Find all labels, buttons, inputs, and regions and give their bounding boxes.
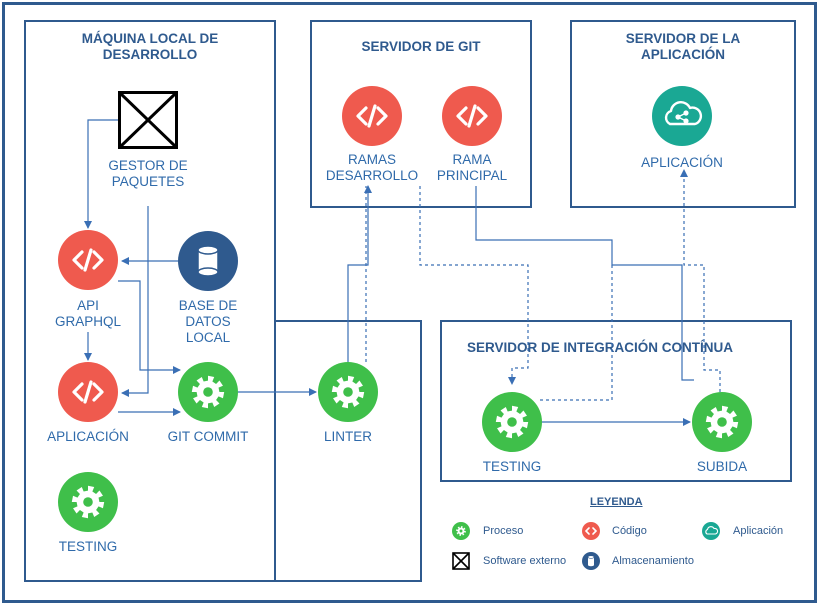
section-title-git: SERVIDOR DE GIT — [361, 39, 481, 54]
edge-subida-app — [680, 169, 721, 392]
label-gestor: GESTOR DE PAQUETES — [108, 158, 188, 190]
edge-gestor-api — [84, 119, 118, 229]
legend-app-icon — [702, 522, 720, 540]
gear-icon — [331, 375, 365, 409]
git-commit-node — [178, 362, 238, 422]
legend-process-icon — [452, 522, 470, 540]
code-icon — [72, 248, 104, 272]
legend-storage-icon — [582, 552, 600, 570]
external-software-icon — [118, 91, 178, 149]
ci-subida-node — [692, 392, 752, 452]
gear-icon — [191, 375, 225, 409]
legend-process-label: Proceso — [483, 525, 524, 537]
gear-icon — [456, 526, 466, 536]
legend-code-label: Código — [612, 525, 647, 537]
edge-principal-subida — [475, 186, 694, 381]
database-node — [178, 231, 238, 291]
gear-icon — [705, 405, 739, 439]
gear-icon — [495, 405, 529, 439]
legend-external-label: Software externo — [483, 555, 567, 567]
label-git-commit: GIT COMMIT — [167, 429, 249, 444]
code-icon — [356, 104, 388, 128]
gear-icon — [71, 485, 105, 519]
legend-storage-label: Almacenamiento — [612, 555, 694, 567]
label-ci-subida: SUBIDA — [696, 459, 748, 474]
label-linter: LINTER — [323, 429, 373, 444]
label-api: API GRAPHQL — [54, 298, 122, 329]
legend-external-icon — [452, 552, 470, 570]
database-icon — [197, 245, 219, 277]
label-testing-local: TESTING — [58, 539, 118, 554]
api-node — [58, 230, 118, 290]
code-icon — [456, 104, 488, 128]
ramas-desarrollo-node — [342, 86, 402, 146]
app-local-node — [58, 362, 118, 422]
cloud-app-icon — [664, 101, 703, 126]
label-app-local: APLICACIÓN — [47, 429, 129, 444]
label-app-server: APLICACIÓN — [641, 155, 723, 170]
rama-principal-node — [442, 86, 502, 146]
edge-gestor-app — [121, 206, 149, 397]
legend-title: LEYENDA — [590, 496, 643, 508]
section-local — [24, 20, 276, 582]
gestor-node — [118, 91, 178, 149]
section-git — [310, 20, 532, 208]
testing-local-node — [58, 472, 118, 532]
label-ci-testing: TESTING — [482, 459, 542, 474]
label-rama-principal: RAMA PRINCIPAL — [432, 152, 512, 184]
edge-linter-ramas — [347, 185, 372, 362]
label-db: BASE DE DATOS LOCAL — [178, 298, 238, 345]
section-ci — [440, 320, 792, 482]
section-title-ci: SERVIDOR DE INTEGRACIÓN CONTÍNUA — [466, 340, 734, 355]
code-icon — [72, 380, 104, 404]
section-title-local: MÁQUINA LOCAL DE DESARROLLO — [81, 31, 219, 62]
section-title-app: SERVIDOR DE LA APLICACIÓN — [625, 31, 741, 62]
legend-code-icon — [582, 522, 600, 540]
edge-testing-principal — [540, 265, 613, 401]
linter-node — [318, 362, 378, 422]
app-server-node — [652, 86, 712, 146]
legend-app-label: Aplicación — [733, 525, 784, 537]
edge-api-commit — [118, 280, 181, 374]
label-gestor-text: GESTOR DE PAQUETES — [108, 158, 188, 189]
section-app — [570, 20, 796, 208]
ci-testing-node — [482, 392, 542, 452]
label-ramas-desarrollo: RAMAS DESARROLLO — [317, 152, 427, 184]
edge-ramas-testing — [419, 186, 529, 385]
